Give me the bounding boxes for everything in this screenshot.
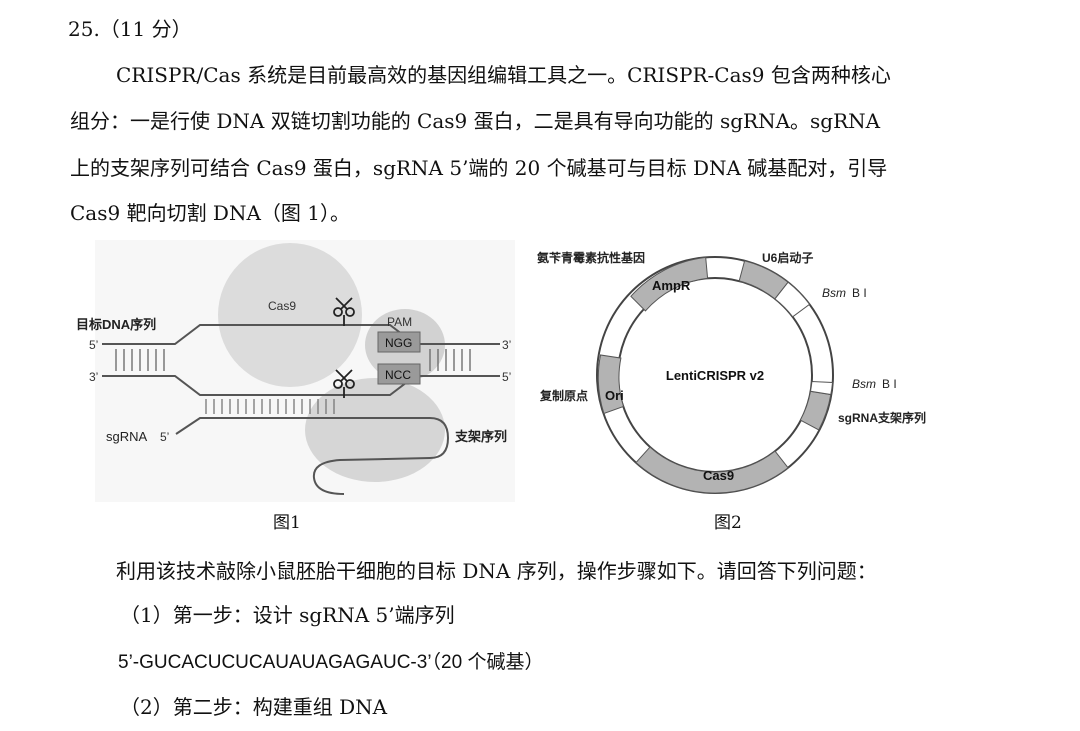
ncc-label: NCC (385, 368, 411, 382)
cas9-label: Cas9 (268, 299, 296, 313)
bottom-left-end-label: 3’ (89, 370, 98, 384)
bsmbi-site-1 (774, 281, 811, 318)
cas9-protein-blob-lower (305, 378, 445, 482)
bsmbi-site-2 (809, 380, 834, 396)
paragraph-line-4: Cas9 靶向切割 DNA（图 1）。 (70, 201, 350, 225)
ori-label: Ori (605, 388, 624, 403)
ampr-gene-label: 氨苄青霉素抗性基因 (537, 250, 645, 265)
u6-label: U6启动子 (762, 250, 813, 265)
scaffold-label-fig2: sgRNA支架序列 (838, 410, 926, 425)
sgrna-pairing (205, 399, 335, 414)
bsmbi-2-label: Bsm (852, 377, 876, 391)
ampr-label: AmpR (652, 278, 691, 293)
ori-segment (597, 354, 625, 415)
top-right-end-label: 3’ (502, 338, 511, 352)
scaffold-segment (799, 390, 832, 431)
bsmbi-1-suffix: B I (852, 286, 867, 300)
cas9-label-fig2: Cas9 (703, 468, 734, 483)
sgrna-end-label: 5’ (160, 430, 169, 444)
pam-label: PAM (387, 315, 412, 329)
ngg-box (377, 331, 421, 353)
figure-2-caption: 图2 (714, 513, 742, 533)
dna-top-strand (102, 324, 500, 345)
paragraph-line-1: CRISPR/Cas 系统是目前最高效的基因组编辑工具之一。CRISPR-Cas… (116, 63, 891, 87)
bottom-right-end-label: 5’ (502, 370, 511, 384)
steps-intro: 利用该技术敲除小鼠胚胎干细胞的目标 DNA 序列，操作步骤如下。请回答下列问题： (116, 559, 877, 583)
figure-1: 目标DNA序列 Cas9 PAM NGG NCC 5’ 3’ 3’ 5’ sgR… (76, 240, 515, 502)
paragraph-line-3: 上的支架序列可结合 Cas9 蛋白，sgRNA 5’端的 20 个碱基可与目标 … (70, 156, 888, 180)
step-2: （2）第二步：构建重组 DNA (120, 695, 388, 719)
step-1: （1）第一步：设计 sgRNA 5’端序列 (120, 603, 455, 627)
figure-2: LentiCRISPR v2 氨苄青霉素抗性基因 AmpR U6启动子 Bsm … (537, 250, 926, 494)
sgrna-label: sgRNA (106, 429, 148, 444)
scissors-icon (333, 369, 355, 398)
cas9-protein-blob (218, 243, 362, 387)
ncc-box (377, 363, 421, 385)
step-1-sequence: 5’-GUCACUCUCAUAUAGAGAUC-3’（20 个碱基） (118, 652, 544, 673)
ori-name-label: 复制原点 (539, 388, 588, 403)
ampr-segment (630, 256, 709, 312)
figure-1-caption: 图1 (273, 513, 301, 533)
ngg-label: NGG (385, 336, 412, 350)
bsmbi-1-label: Bsm (822, 286, 846, 300)
plasmid-name: LentiCRISPR v2 (666, 368, 764, 383)
scaffold-label: 支架序列 (454, 429, 507, 444)
sgrna-strand (175, 417, 450, 495)
bsmbi-2-suffix: B I (882, 377, 897, 391)
paragraph-line-2: 组分：一是行使 DNA 双链切割功能的 Cas9 蛋白，二是具有导向功能的 sg… (70, 109, 881, 133)
figures: 目标DNA序列 Cas9 PAM NGG NCC 5’ 3’ 3’ 5’ sgR… (76, 240, 926, 502)
question-number: 25.（11 分） (68, 17, 192, 41)
top-left-end-label: 5’ (89, 338, 98, 352)
dna-base-pairs (115, 349, 471, 371)
scissors-icon (333, 297, 355, 326)
cas9-segment (635, 446, 789, 494)
dna-bottom-strand (102, 375, 500, 396)
target-dna-label: 目标DNA序列 (76, 317, 156, 332)
